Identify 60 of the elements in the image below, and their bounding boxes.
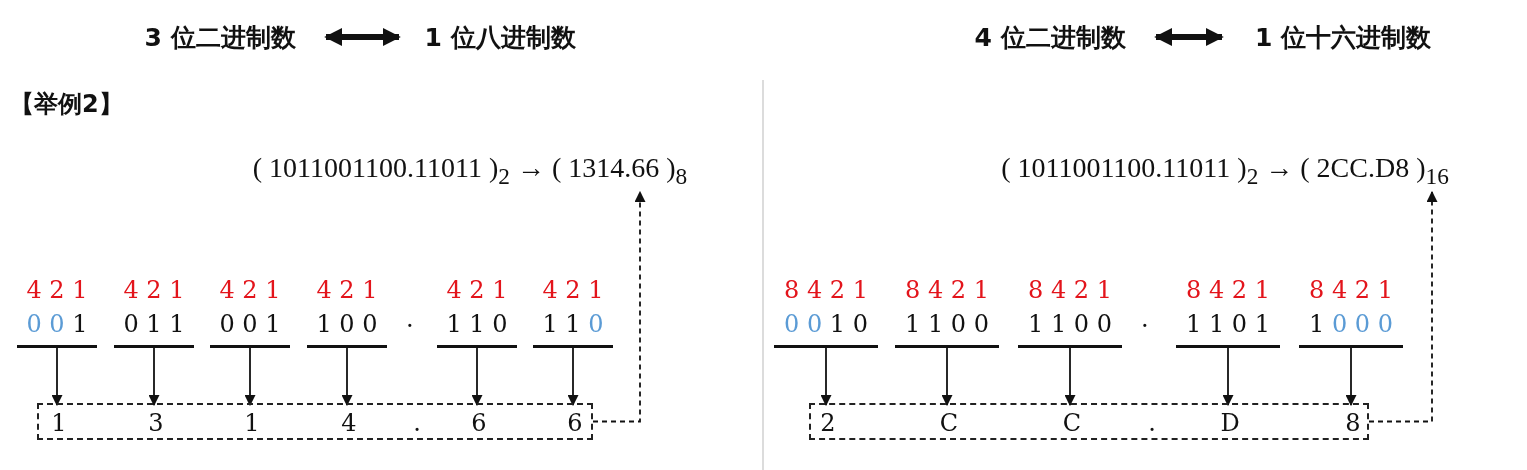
weight-digits: 4 2 1 xyxy=(316,275,378,306)
arrow xyxy=(1064,347,1076,407)
double-arrow xyxy=(324,28,401,46)
binary-digits: 1 0 0 0 xyxy=(1308,309,1393,340)
arrow xyxy=(471,347,483,407)
octal-digit: 6 xyxy=(562,407,588,438)
heading-text: 4 位二进制数 xyxy=(950,16,1150,58)
hex-digit: D xyxy=(1217,407,1243,438)
binary-digits: 0 1 1 xyxy=(123,309,185,340)
binary-digits: 0 0 1 xyxy=(219,309,281,340)
binary-digits: 1 1 0 xyxy=(542,309,604,340)
hex-digit: 2 xyxy=(815,407,841,438)
weight-digits: 4 2 1 xyxy=(26,275,88,306)
hex-digit: . xyxy=(1139,407,1165,438)
octal-digit: 4 xyxy=(336,407,362,438)
octal-digit: 1 xyxy=(239,407,265,438)
hex-digit: C xyxy=(936,407,962,438)
binary-digits: 1 1 0 xyxy=(446,309,508,340)
arrow xyxy=(51,347,63,407)
hex-digit: C xyxy=(1059,407,1085,438)
conversion-formula: ( 1011001100.11011 )$_{2}$ → ( 1314.66 )$_{8}$ xyxy=(200,150,740,192)
binary-digits: 0 0 1 xyxy=(26,309,88,340)
result-box xyxy=(37,403,593,440)
radix-point: . xyxy=(1141,305,1149,333)
weight-digits: 8 4 2 1 xyxy=(905,275,989,306)
weight-digits: 4 2 1 xyxy=(123,275,185,306)
radix-point: . xyxy=(406,305,414,333)
weight-digits: 8 4 2 1 xyxy=(1186,275,1270,306)
dashed-arrow xyxy=(592,190,646,423)
heading-text: 3 位二进制数 xyxy=(120,16,320,58)
example-title: 【举例2】 xyxy=(10,89,123,120)
octal-digit: . xyxy=(404,407,430,438)
weight-digits: 4 2 1 xyxy=(446,275,508,306)
binary-digits: 1 1 0 0 xyxy=(904,309,989,340)
weight-digits: 4 2 1 xyxy=(219,275,281,306)
conversion-formula: ( 1011001100.11011 )$_{2}$ → ( 2CC.D8 )$_{16}$ xyxy=(990,150,1460,192)
arrow xyxy=(1222,347,1234,407)
arrow xyxy=(148,347,160,407)
double-arrow xyxy=(1154,28,1224,46)
weight-digits: 4 2 1 xyxy=(542,275,604,306)
heading-text: 1 位八进制数 xyxy=(405,16,595,58)
octal-digit: 6 xyxy=(466,407,492,438)
binary-digits: 1 1 0 0 xyxy=(1027,309,1112,340)
hex-digit: 8 xyxy=(1340,407,1366,438)
arrow xyxy=(820,347,832,407)
octal-digit: 3 xyxy=(143,407,169,438)
binary-digits: 1 0 0 xyxy=(316,309,378,340)
arrow xyxy=(1345,347,1357,407)
weight-digits: 8 4 2 1 xyxy=(1028,275,1112,306)
octal-digit: 1 xyxy=(46,407,72,438)
heading-text: 1 位十六进制数 xyxy=(1228,16,1458,58)
arrow xyxy=(941,347,953,407)
binary-digits: 1 1 0 1 xyxy=(1185,309,1270,340)
dashed-arrow xyxy=(1368,190,1438,423)
arrow xyxy=(567,347,579,407)
weight-digits: 8 4 2 1 xyxy=(784,275,868,306)
weight-digits: 8 4 2 1 xyxy=(1309,275,1393,306)
binary-digits: 0 0 1 0 xyxy=(783,309,868,340)
result-box xyxy=(809,403,1369,440)
arrow xyxy=(341,347,353,407)
